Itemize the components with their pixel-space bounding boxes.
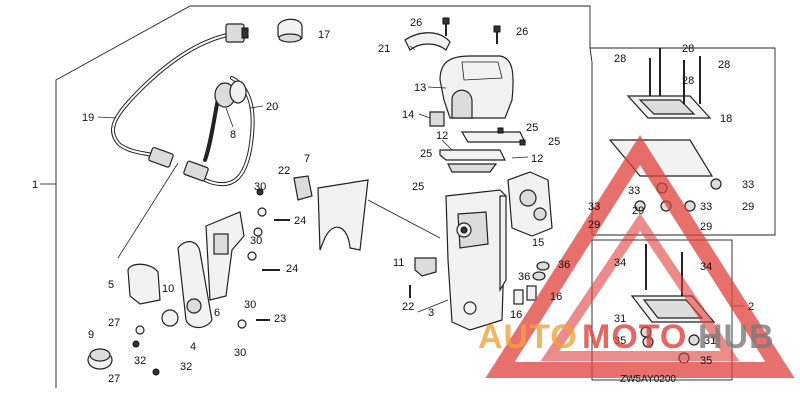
callout-24b: 24 [286,263,298,275]
callout-25c: 25 [420,148,432,160]
callout-labels: 1 2 3 4 5 6 7 8 9 10 11 12 12 13 14 15 1… [32,17,754,385]
callout-34a: 34 [614,257,626,269]
small-parts-36-16 [513,261,550,305]
callout-27a: 27 [108,317,120,329]
callout-28c: 28 [682,75,694,87]
housing-13 [439,55,514,119]
assembly-frame-right [589,47,776,236]
callout-29c: 29 [700,221,712,233]
watermark-triangle [485,135,795,378]
callout-36a: 36 [558,259,570,271]
callout-29d: 29 [742,201,754,213]
plate-15 [507,171,553,237]
callout-30a: 30 [254,181,266,193]
callout-33a: 33 [628,185,640,197]
callout-26a: 26 [410,17,422,29]
callout-22a: 22 [278,165,290,177]
cover-21 [404,32,451,51]
callout-33c: 33 [700,201,712,213]
callout-17: 17 [318,29,330,41]
assembly-frame-1 [55,5,591,388]
callout-7: 7 [304,153,310,165]
wire-harness-20 [183,76,255,187]
callout-6: 6 [214,307,220,319]
callout-31a: 31 [614,313,626,325]
callout-30c: 30 [244,299,256,311]
callout-23: 23 [274,313,286,325]
callout-34b: 34 [700,261,712,273]
callout-15: 15 [532,237,544,249]
callout-9: 9 [88,329,94,341]
callout-11: 11 [393,257,404,269]
callout-22b: 22 [402,301,414,313]
callout-33b: 33 [588,201,600,213]
drawing-code: ZW5AY0200 [620,374,676,385]
callout-31b: 31 [704,335,716,347]
callout-25d: 25 [412,181,424,193]
callout-29b: 29 [632,205,644,217]
callout-1: 1 [32,179,38,191]
lever-assembly [87,175,313,376]
watermark-logo: AUTO MOTO HUB [478,318,775,356]
callout-35a: 35 [614,335,626,347]
callout-28a: 28 [614,53,626,65]
callout-25b: 25 [548,136,560,148]
assembly-frame-2 [591,239,733,381]
callout-8: 8 [230,129,236,141]
callout-19: 19 [82,112,94,124]
callout-29a: 29 [588,219,600,231]
callout-14: 14 [402,109,414,121]
callout-33d: 33 [742,179,754,191]
bracket-11 [414,257,437,277]
wire-harness-19 [110,23,249,168]
gasket [317,179,369,251]
callout-12a: 12 [436,130,448,142]
callout-13: 13 [414,82,426,94]
callout-32a: 32 [134,355,146,367]
watermark-auto: AUTO [478,318,578,356]
callout-16a: 16 [550,291,562,303]
callout-16b: 16 [510,309,522,321]
callout-32b: 32 [180,361,192,373]
callout-2: 2 [748,301,754,313]
connector-lower [148,146,174,168]
callout-24a: 24 [294,215,306,227]
callout-21: 21 [378,43,390,55]
callout-4: 4 [190,341,196,353]
screws-26 [442,17,501,44]
callout-25a: 25 [526,122,538,134]
callout-26b: 26 [516,26,528,38]
callout-12b: 12 [531,153,543,165]
watermark-moto: MOTO [582,318,687,356]
callout-20: 20 [266,101,278,113]
callout-27b: 27 [108,373,120,385]
connector-upper [225,23,245,43]
callout-18: 18 [720,113,732,125]
callout-3: 3 [428,307,434,319]
callout-5: 5 [108,279,114,291]
callout-28d: 28 [718,59,730,71]
control-body-3 [445,189,507,331]
clip-14 [429,111,445,127]
callout-30d: 30 [234,347,246,359]
callout-28b: 28 [682,43,694,55]
callout-36b: 36 [518,271,530,283]
brackets-12 [439,127,526,173]
leader-lines [97,45,707,313]
watermark-hub: HUB [698,318,775,356]
callout-35b: 35 [700,355,712,367]
callout-10: 10 [162,283,174,295]
callout-30b: 30 [250,235,262,247]
cap-17 [277,18,303,43]
